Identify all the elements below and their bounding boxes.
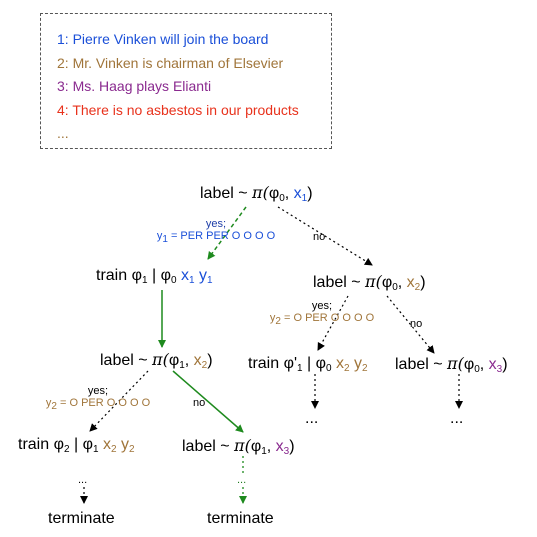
example-4: 4: There is no asbestos in our products [57, 102, 299, 118]
label-phi1x2-yes: yes; y2 = O PER O O O O [45, 385, 151, 412]
node-phi0-x2: label ~ π(φ0, x2) [313, 272, 426, 293]
example-3: 3: Ms. Haag plays Elianti [57, 78, 212, 94]
node-terminate-left: terminate [48, 510, 115, 527]
example-1: 1: Pierre Vinken will join the board [57, 31, 269, 47]
edge-x2-yes [317, 295, 349, 351]
edge-root-yes [207, 206, 247, 260]
example-2: 2: Mr. Vinken is chairman of Elsevier [57, 55, 284, 71]
node-root: label ~ π(φ0, x1) [200, 183, 313, 204]
label-x2-no: no [410, 318, 423, 330]
node-train-phi-prime1: train φ'1 | φ0 x2 y2 [248, 355, 368, 374]
edge-x2-no [386, 295, 435, 354]
node-phi1-x2: label ~ π(φ1, x2) [100, 350, 213, 371]
ellipsis-train-phi-prime1: ... [305, 410, 319, 427]
label-root-yes: yes; y1 = PER PER O O O O [156, 218, 276, 245]
ellipsis-phi0-x3: ... [450, 410, 464, 427]
edge-root-no [277, 206, 373, 266]
node-terminate-right: terminate [207, 510, 274, 527]
label-x2-yes: yes; y2 = O PER O O O O [269, 300, 375, 327]
example-more: ... [57, 125, 69, 141]
node-train1: train φ1 | φ0 x1 y1 [96, 267, 213, 286]
node-phi0-x3: label ~ π(φ0, x3) [395, 354, 508, 375]
ellipsis-train2: ... [78, 474, 88, 486]
edge-phi1x2-no [172, 370, 244, 433]
label-root-no: no [313, 231, 326, 243]
examples-box: 1: Pierre Vinken will join the board 2: … [40, 13, 332, 149]
node-train2: train φ2 | φ1 x2 y2 [18, 436, 135, 455]
node-phi1-x3: label ~ π(φ1, x3) [182, 436, 295, 457]
label-phi1x2-no: no [193, 397, 206, 409]
ellipsis-phi1-x3: ... [237, 474, 247, 486]
edge-phi1x2-yes [89, 370, 149, 432]
